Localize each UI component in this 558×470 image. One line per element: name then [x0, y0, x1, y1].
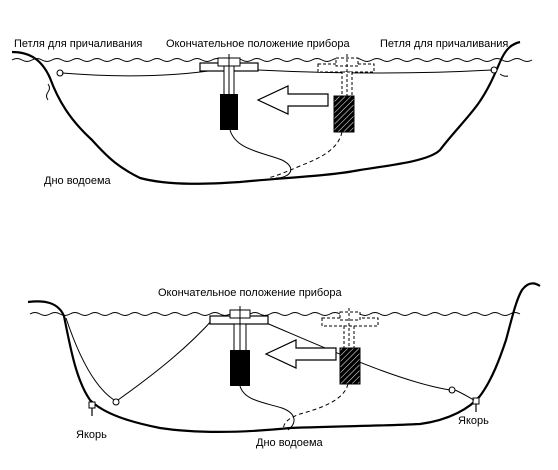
top-label-mooring-right: Петля для причаливания — [380, 38, 508, 50]
top-label-mooring-left: Петля для причаливания — [14, 38, 142, 50]
top-panel: Петля для причаливания Окончательное пол… — [11, 38, 533, 187]
bottom-move-arrow — [264, 339, 337, 369]
bottom-panel: Окончательное положение прибора Якорь Як… — [27, 282, 541, 449]
top-mooring-rope — [61, 69, 493, 77]
bottom-device-initial — [321, 308, 379, 385]
bottom-anchor-rope-right-b — [454, 389, 475, 401]
bottom-basin-outline — [27, 282, 541, 433]
bottom-anchor-left — [88, 398, 120, 416]
bottom-anchor-rope-left-b — [117, 317, 215, 401]
bottom-anchor-rope-left-a — [65, 317, 115, 401]
top-label-final-position: Окончательное положение прибора — [166, 38, 350, 50]
top-basin-outline — [11, 40, 521, 185]
bottom-water-surface — [29, 312, 521, 316]
bottom-anchor-rope-right — [263, 321, 451, 391]
bottom-label-bottom: Дно водоема — [256, 437, 324, 449]
top-cable-solid — [229, 129, 292, 179]
bottom-label-anchor-left: Якорь — [76, 429, 107, 441]
bottom-label-anchor-right: Якорь — [458, 415, 489, 427]
bottom-label-final-position: Окончательное положение прибора — [158, 287, 342, 299]
bottom-cable-dashed — [283, 383, 349, 431]
bottom-device-final — [209, 306, 269, 386]
top-label-bottom: Дно водоема — [44, 175, 112, 187]
top-move-arrow — [256, 85, 329, 115]
top-cable-dashed — [267, 131, 343, 179]
bottom-cable-solid — [239, 385, 295, 431]
top-device-final — [199, 54, 259, 130]
top-water-surface — [11, 58, 533, 62]
top-device-initial — [317, 54, 375, 133]
